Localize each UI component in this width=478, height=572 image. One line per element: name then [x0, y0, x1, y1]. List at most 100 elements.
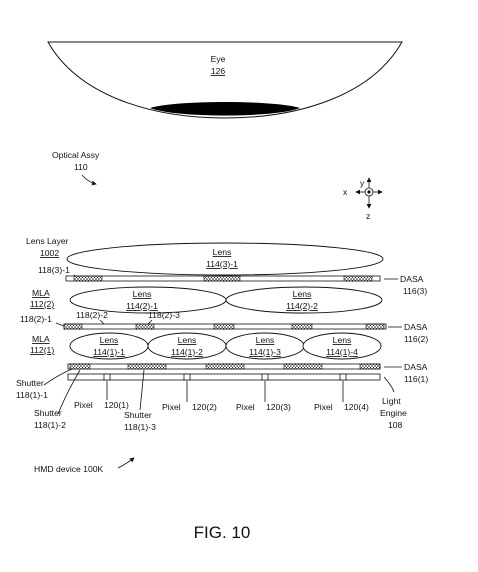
dasa-116-1-label: DASA: [404, 362, 428, 372]
dasa-116-1-ref: 116(1): [404, 374, 428, 384]
axis-x-label: x: [343, 187, 348, 197]
lens-114-1-4-label: Lens: [333, 335, 352, 345]
light-engine-label-1: Light: [382, 396, 401, 406]
axis-origin-dot: [367, 190, 371, 194]
lens-114-1-3-label: Lens: [256, 335, 275, 345]
pixel-120-3-label: Pixel: [236, 402, 255, 412]
optical-assy-label: Optical Assy: [52, 150, 100, 160]
pixel-120-4-ref: 120(4): [344, 402, 369, 412]
dasa-116-2-shutter: [135, 323, 155, 330]
mla-112-2-callout: MLA 112(2): [30, 288, 54, 309]
lens-114-3-1-label: Lens: [213, 247, 232, 257]
eye-element: Eye 126: [47, 41, 403, 119]
pixel-120-1-label: Pixel: [74, 400, 93, 410]
pixel-120-2-callout: Pixel 120(2): [162, 381, 217, 412]
label-118-2-1: 118(2)-1: [20, 314, 52, 324]
mla-112-2-ref: 112(2): [30, 299, 54, 309]
dasa-116-3: DASA 116(3): [65, 274, 427, 296]
lens-114-1-3-ref: 114(1)-3: [249, 347, 281, 357]
lens-layer-callout: Lens Layer 1002: [26, 236, 69, 258]
lens-114-1-1-label: Lens: [100, 335, 119, 345]
shutter-118-1-3-ref: 118(1)-3: [124, 422, 156, 432]
mla-112-1-ref: 112(1): [30, 345, 54, 355]
lens-114-1-4: Lens 114(1)-4: [302, 332, 382, 360]
light-engine: Light Engine 108: [67, 373, 407, 430]
axes-indicator: x y z: [343, 177, 383, 221]
optical-assy-ref: 110: [74, 162, 88, 172]
eye-label: Eye: [211, 54, 226, 64]
pixel-120-1-ref: 120(1): [104, 400, 129, 410]
lens-114-1-1: Lens 114(1)-1: [69, 332, 149, 360]
lens-114-2-1: Lens 114(2)-1: [69, 286, 227, 314]
pixel-120-3-ref: 120(3): [266, 402, 291, 412]
optical-assy-callout: Optical Assy 110: [52, 150, 100, 186]
dasa-116-1-shutter: [127, 363, 167, 370]
dasa-116-3-label: DASA: [400, 274, 424, 284]
label-118-2-1-leader: [55, 322, 65, 327]
eye-pupil: [150, 102, 300, 116]
shutter-118-1-3-leader: [139, 369, 145, 411]
lens-114-2-2: Lens 114(2)-2: [225, 286, 383, 314]
dasa-116-3-shutter: [203, 275, 241, 282]
dasa-116-1-shutter: [205, 363, 245, 370]
shutter-118-1-1-callout: Shutter 118(1)-1: [16, 368, 73, 400]
optical-assy-leader: [81, 174, 97, 186]
dasa-116-2-shutter: [213, 323, 235, 330]
dasa-116-2-ref: 116(2): [404, 334, 428, 344]
dasa-116-1-shutter: [359, 363, 381, 370]
lens-layer-ref: 1002: [40, 248, 59, 258]
hmd-device-leader: [117, 457, 135, 469]
dasa-116-3-shutter: [73, 275, 103, 282]
shutter-118-1-2-label: Shutter: [34, 408, 62, 418]
hmd-device-label: HMD device 100K: [34, 464, 104, 474]
lens-114-1-2-ref: 114(1)-2: [171, 347, 203, 357]
shutter-118-1-1-label: Shutter: [16, 378, 44, 388]
lens-114-1-3: Lens 114(1)-3: [225, 332, 305, 360]
pixel-120-4-label: Pixel: [314, 402, 333, 412]
light-engine-label-2: Engine: [380, 408, 407, 418]
light-engine-ref: 108: [388, 420, 403, 430]
pixel-120-2-label: Pixel: [162, 402, 181, 412]
pixel-120-2-marker: [183, 373, 191, 381]
dasa-116-1-shutter: [69, 363, 91, 370]
light-engine-bar: [67, 373, 381, 381]
label-118-2-3-leader: [147, 319, 153, 325]
mla-112-2-label: MLA: [32, 288, 50, 298]
lens-114-2-2-ref: 114(2)-2: [286, 301, 318, 311]
shutter-118-1-1-ref: 118(1)-1: [16, 390, 48, 400]
lens-114-1-4-ref: 114(1)-4: [326, 347, 358, 357]
pixel-120-4-callout: Pixel 120(4): [314, 381, 369, 412]
eye-ref: 126: [211, 66, 226, 76]
pixel-120-3-callout: Pixel 120(3): [236, 381, 291, 412]
figure-label: FIG. 10: [194, 523, 251, 542]
lens-114-2-1-label: Lens: [133, 289, 152, 299]
hmd-device-callout: HMD device 100K: [34, 457, 135, 474]
label-118-2-2: 118(2)-2: [76, 310, 108, 320]
shutter-118-1-3-callout: Shutter 118(1)-3: [124, 369, 156, 432]
dasa-116-3-ref: 116(3): [403, 286, 427, 296]
shutter-118-1-2-ref: 118(1)-2: [34, 420, 66, 430]
axis-y-label: y: [360, 178, 365, 188]
dasa-116-2-shutter: [63, 323, 83, 330]
shutter-118-1-2-callout: Shutter 118(1)-2: [34, 369, 81, 430]
dasa-116-2-shutter: [365, 323, 385, 330]
label-118-2-2-leader: [99, 319, 105, 325]
lens-114-3-1-ref: 114(3)-1: [206, 259, 238, 269]
lens-114-3-1: Lens 114(3)-1: [66, 242, 384, 276]
dasa-116-2: DASA 116(2): [63, 322, 428, 344]
dasa-116-1-shutter: [283, 363, 323, 370]
lens-114-1-4-shape: [302, 332, 382, 360]
pixel-120-1-callout: Pixel 120(1): [74, 381, 129, 410]
mla-112-1-callout: MLA 112(1): [30, 334, 54, 355]
lens-114-1-2: Lens 114(1)-2: [147, 332, 227, 360]
pixel-120-1-marker: [103, 373, 111, 381]
dasa-116-2-shutter: [291, 323, 313, 330]
lens-114-1-2-label: Lens: [178, 335, 197, 345]
shutter-118-1-2-leader: [57, 369, 81, 415]
pixel-120-4-marker: [339, 373, 347, 381]
dasa-116-1: DASA 116(1): [67, 362, 428, 384]
light-engine-leader: [383, 376, 395, 393]
lens-114-3-1-shape: [66, 242, 384, 276]
